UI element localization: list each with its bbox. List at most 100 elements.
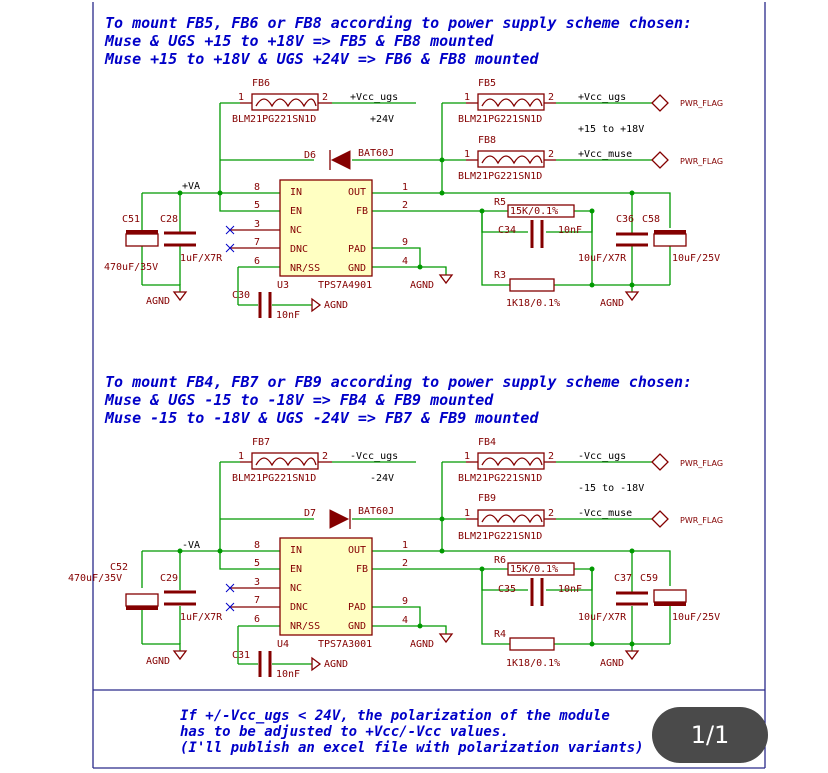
svg-text:GND: GND <box>348 621 366 632</box>
capacitor-c36: C36 10uF/X7R <box>578 214 648 264</box>
capacitor-c35: C35 10nF <box>498 578 582 606</box>
svg-text:2: 2 <box>548 149 554 160</box>
svg-text:EN: EN <box>290 564 302 575</box>
svg-text:470uF/35V: 470uF/35V <box>68 573 122 584</box>
svg-text:2: 2 <box>322 451 328 462</box>
svg-text:1: 1 <box>464 149 470 160</box>
capacitor-c52: C52 470uF/35V <box>68 562 159 610</box>
diode-d6: D6 BAT60J <box>304 148 394 170</box>
ferrite-bead-fb5: FB5 1 2 BLM21PG221SN1D +Vcc_ugs +15 to +… <box>458 78 644 135</box>
svg-text:NC: NC <box>290 225 302 236</box>
svg-text:2: 2 <box>548 92 554 103</box>
svg-text:TPS7A4901: TPS7A4901 <box>318 280 372 291</box>
svg-text:BAT60J: BAT60J <box>358 506 394 517</box>
top-header-note: To mount FB5, FB6 or FB8 according to po… <box>104 14 692 68</box>
bottom-junctions <box>177 516 635 647</box>
pwr-flag-bottom-1: PWR_FLAG <box>651 453 723 471</box>
svg-text:NC: NC <box>290 583 302 594</box>
svg-text:U3: U3 <box>277 280 289 291</box>
svg-text:FB7: FB7 <box>252 437 270 448</box>
footer-note-line2: has to be adjusted to +Vcc/-Vcc values. <box>180 724 509 740</box>
top-junctions <box>177 157 635 288</box>
svg-text:U4: U4 <box>277 639 289 650</box>
resistor-r5: R5 15K/0.1% <box>494 197 575 218</box>
svg-text:PWR_FLAG: PWR_FLAG <box>680 99 723 108</box>
svg-text:C37: C37 <box>614 573 632 584</box>
svg-text:-24V: -24V <box>370 473 394 484</box>
svg-text:+24V: +24V <box>370 114 394 125</box>
agnd-symbol-top-right: AGND <box>600 291 640 309</box>
svg-text:10uF/X7R: 10uF/X7R <box>578 612 627 623</box>
top-header-line1: To mount FB5, FB6 or FB8 according to po… <box>105 14 692 32</box>
capacitor-c34: C34 10nF <box>498 220 582 248</box>
capacitor-c28: C28 1uF/X7R <box>160 214 223 264</box>
svg-text:1K18/0.1%: 1K18/0.1% <box>506 298 560 309</box>
svg-text:DNC: DNC <box>290 244 308 255</box>
svg-text:+Vcc_ugs: +Vcc_ugs <box>350 92 398 103</box>
svg-text:IN: IN <box>290 187 302 198</box>
svg-text:1uF/X7R: 1uF/X7R <box>180 253 223 264</box>
svg-text:10nF: 10nF <box>558 584 582 595</box>
svg-text:4: 4 <box>402 256 408 267</box>
bottom-header-line2: Muse & UGS -15 to -18V => FB4 & FB9 moun… <box>104 391 494 409</box>
capacitor-c58: C58 10uF/25V <box>642 214 720 264</box>
negative-regulator-circuit: FB7 1 2 BLM21PG221SN1D -Vcc_ugs -24V FB4… <box>68 437 723 680</box>
svg-text:BLM21PG221SN1D: BLM21PG221SN1D <box>232 114 316 125</box>
svg-text:1: 1 <box>464 451 470 462</box>
resistor-r3: R3 1K18/0.1% <box>494 270 560 309</box>
agnd-symbol-bottom-mid: AGND <box>410 633 454 650</box>
svg-text:C36: C36 <box>616 214 634 225</box>
svg-text:2: 2 <box>402 558 408 569</box>
svg-text:BLM21PG221SN1D: BLM21PG221SN1D <box>458 171 542 182</box>
svg-text:8: 8 <box>254 540 260 551</box>
svg-text:1: 1 <box>238 92 244 103</box>
svg-text:C58: C58 <box>642 214 660 225</box>
svg-text:AGND: AGND <box>146 296 170 307</box>
footer-note-line3: (I'll publish an excel file with polariz… <box>180 740 644 756</box>
svg-text:C31: C31 <box>232 650 250 661</box>
svg-text:TPS7A3001: TPS7A3001 <box>318 639 372 650</box>
bottom-header-note: To mount FB4, FB7 or FB9 according to po… <box>104 373 692 427</box>
regulator-u3: IN EN NC DNC NR/SS OUT FB PAD GND 8 5 3 … <box>225 179 408 291</box>
svg-text:R6: R6 <box>494 555 506 566</box>
svg-text:2: 2 <box>548 508 554 519</box>
svg-text:1: 1 <box>402 182 408 193</box>
svg-text:10nF: 10nF <box>276 310 300 321</box>
capacitor-c37: C37 10uF/X7R <box>578 573 648 623</box>
bottom-header-line1: To mount FB4, FB7 or FB9 according to po… <box>105 373 692 391</box>
pwr-flag-bottom-2: PWR_FLAG <box>651 510 723 528</box>
svg-text:2: 2 <box>322 92 328 103</box>
svg-text:8: 8 <box>254 182 260 193</box>
svg-text:NR/SS: NR/SS <box>290 263 320 274</box>
ferrite-bead-fb6: FB6 1 2 BLM21PG221SN1D +Vcc_ugs +24V <box>232 78 398 125</box>
svg-text:PAD: PAD <box>348 602 366 613</box>
svg-text:PAD: PAD <box>348 244 366 255</box>
svg-text:EN: EN <box>290 206 302 217</box>
svg-text:FB: FB <box>356 206 368 217</box>
svg-text:10nF: 10nF <box>558 225 582 236</box>
svg-text:C29: C29 <box>160 573 178 584</box>
svg-text:6: 6 <box>254 614 260 625</box>
agnd-symbol-top-left: AGND <box>146 291 188 307</box>
bottom-header-line3: Muse -15 to -18V & UGS -24V => FB7 & FB9… <box>104 409 539 427</box>
top-header-line3: Muse +15 to +18V & UGS +24V => FB6 & FB8… <box>104 50 539 68</box>
svg-text:470uF/35V: 470uF/35V <box>104 262 158 273</box>
capacitor-c29: C29 1uF/X7R <box>160 573 223 623</box>
svg-text:C34: C34 <box>498 225 516 236</box>
svg-text:BLM21PG221SN1D: BLM21PG221SN1D <box>458 531 542 542</box>
ferrite-bead-fb7: FB7 1 2 BLM21PG221SN1D -Vcc_ugs -24V <box>232 437 398 484</box>
svg-text:D6: D6 <box>304 150 316 161</box>
svg-text:C35: C35 <box>498 584 516 595</box>
svg-text:1: 1 <box>464 92 470 103</box>
svg-text:GND: GND <box>348 263 366 274</box>
svg-text:AGND: AGND <box>146 656 170 667</box>
svg-text:FB9: FB9 <box>478 493 496 504</box>
svg-text:6: 6 <box>254 256 260 267</box>
svg-text:AGND: AGND <box>600 658 624 669</box>
svg-text:AGND: AGND <box>410 639 434 650</box>
pwr-flag-top-1: PWR_FLAG <box>651 94 723 112</box>
svg-text:BLM21PG221SN1D: BLM21PG221SN1D <box>458 473 542 484</box>
svg-text:5: 5 <box>254 200 260 211</box>
svg-text:4: 4 <box>402 615 408 626</box>
